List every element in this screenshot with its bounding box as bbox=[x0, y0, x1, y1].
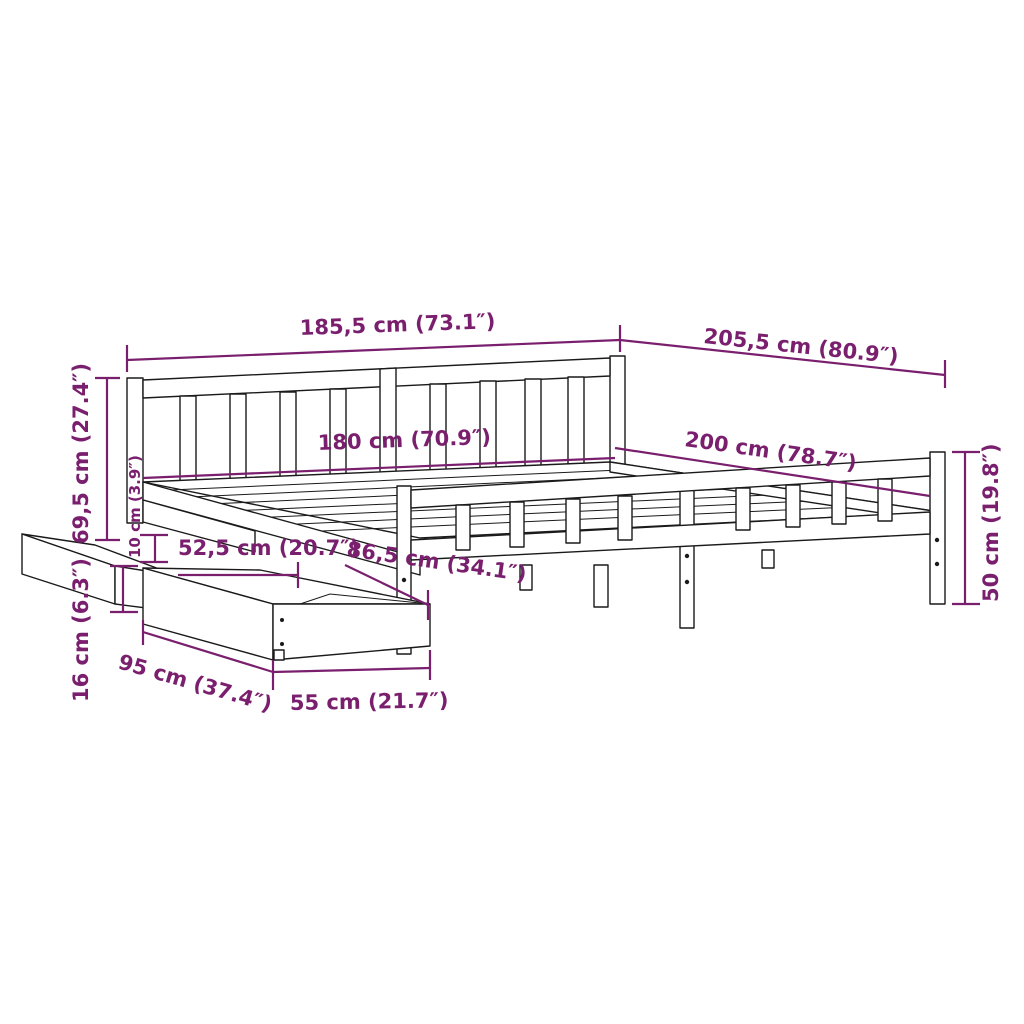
left-side-rail bbox=[142, 481, 421, 576]
headboard-left-post bbox=[126, 377, 144, 524]
headboard-middle-post bbox=[379, 367, 397, 478]
label-drawer-width: 55 cm (21.7″) bbox=[290, 688, 449, 715]
headboard-top-rail bbox=[142, 357, 611, 399]
headboard-right-post bbox=[609, 355, 626, 472]
drawer-left bbox=[21, 533, 179, 613]
footboard-middle-post bbox=[679, 473, 695, 629]
label-drawer-length: 95 cm (37.4″) bbox=[116, 650, 275, 717]
bolt-holes bbox=[401, 537, 940, 609]
label-footboard-height: 50 cm (19.8″) bbox=[979, 443, 1003, 602]
bed-frame-drawing bbox=[21, 355, 946, 661]
bed-legs bbox=[519, 549, 775, 608]
footboard-slats bbox=[455, 478, 893, 551]
drawer-front bbox=[142, 567, 431, 661]
label-total-length: 205,5 cm (80.9″) bbox=[702, 324, 899, 368]
label-headboard-width: 185,5 cm (73.1″) bbox=[299, 309, 495, 340]
left-rail-lower bbox=[142, 499, 256, 553]
label-headboard-height: 69,5 cm (27.4″) bbox=[69, 363, 93, 544]
label-mattress-width: 180 cm (70.9″) bbox=[317, 425, 491, 455]
footboard-right-post bbox=[929, 451, 946, 605]
label-under-clearance: 10 cm (3.9″) bbox=[126, 455, 144, 558]
label-drawer-depth-inner: 52,5 cm (20.7″) bbox=[178, 536, 359, 560]
dimension-lines bbox=[95, 325, 980, 690]
label-drawer-height: 16 cm (6.3″) bbox=[69, 558, 93, 702]
